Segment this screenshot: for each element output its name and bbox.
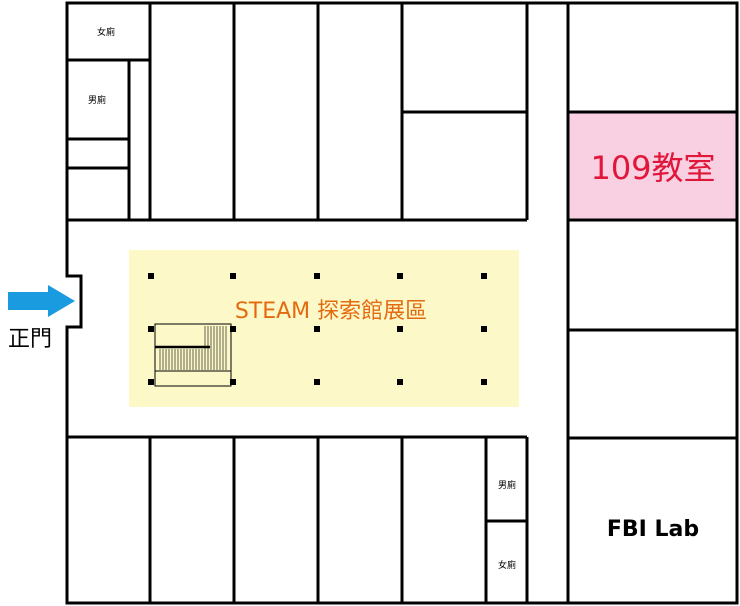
staircase bbox=[154, 323, 232, 387]
column bbox=[314, 326, 320, 332]
womens-restroom-bottom-label: 女廁 bbox=[498, 559, 516, 571]
column bbox=[397, 273, 403, 279]
mens-restroom-top-label: 男廁 bbox=[88, 94, 106, 106]
column bbox=[397, 326, 403, 332]
fbi-lab-label: FBI Lab bbox=[607, 517, 699, 542]
column bbox=[314, 379, 320, 385]
steam-gallery-label: STEAM 探索館展區 bbox=[235, 299, 427, 324]
column bbox=[148, 326, 154, 332]
main-entrance-label: 正門 bbox=[8, 327, 52, 352]
column bbox=[148, 379, 154, 385]
column bbox=[481, 379, 487, 385]
column bbox=[230, 379, 236, 385]
classroom-109[interactable] bbox=[566, 110, 739, 222]
column bbox=[481, 273, 487, 279]
column bbox=[230, 273, 236, 279]
womens-restroom-top-label: 女廁 bbox=[97, 26, 115, 38]
column bbox=[148, 273, 154, 279]
classroom-109-label: 109教室 bbox=[590, 149, 715, 187]
steam-exhibition-area[interactable] bbox=[129, 250, 519, 407]
column bbox=[397, 379, 403, 385]
column bbox=[230, 326, 236, 332]
column bbox=[314, 273, 320, 279]
column bbox=[481, 326, 487, 332]
mens-restroom-bottom-label: 男廁 bbox=[498, 479, 516, 491]
arrow-right-icon bbox=[8, 285, 75, 317]
structural-columns bbox=[148, 273, 487, 385]
